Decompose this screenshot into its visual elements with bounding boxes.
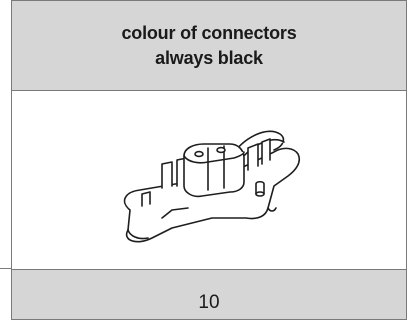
- connector-spec-table: colour of connectors always black: [11, 0, 407, 320]
- illustration-cell: [12, 90, 406, 269]
- header-text-line-1: colour of connectors: [121, 22, 297, 43]
- cable-connector-drawing-icon: [123, 130, 301, 243]
- table-header: colour of connectors always black: [12, 1, 406, 91]
- header-text-line-2: always black: [155, 47, 263, 68]
- table-divider-line: [0, 268, 11, 269]
- table-footer: 10: [12, 269, 406, 319]
- footer-value: 10: [198, 291, 220, 313]
